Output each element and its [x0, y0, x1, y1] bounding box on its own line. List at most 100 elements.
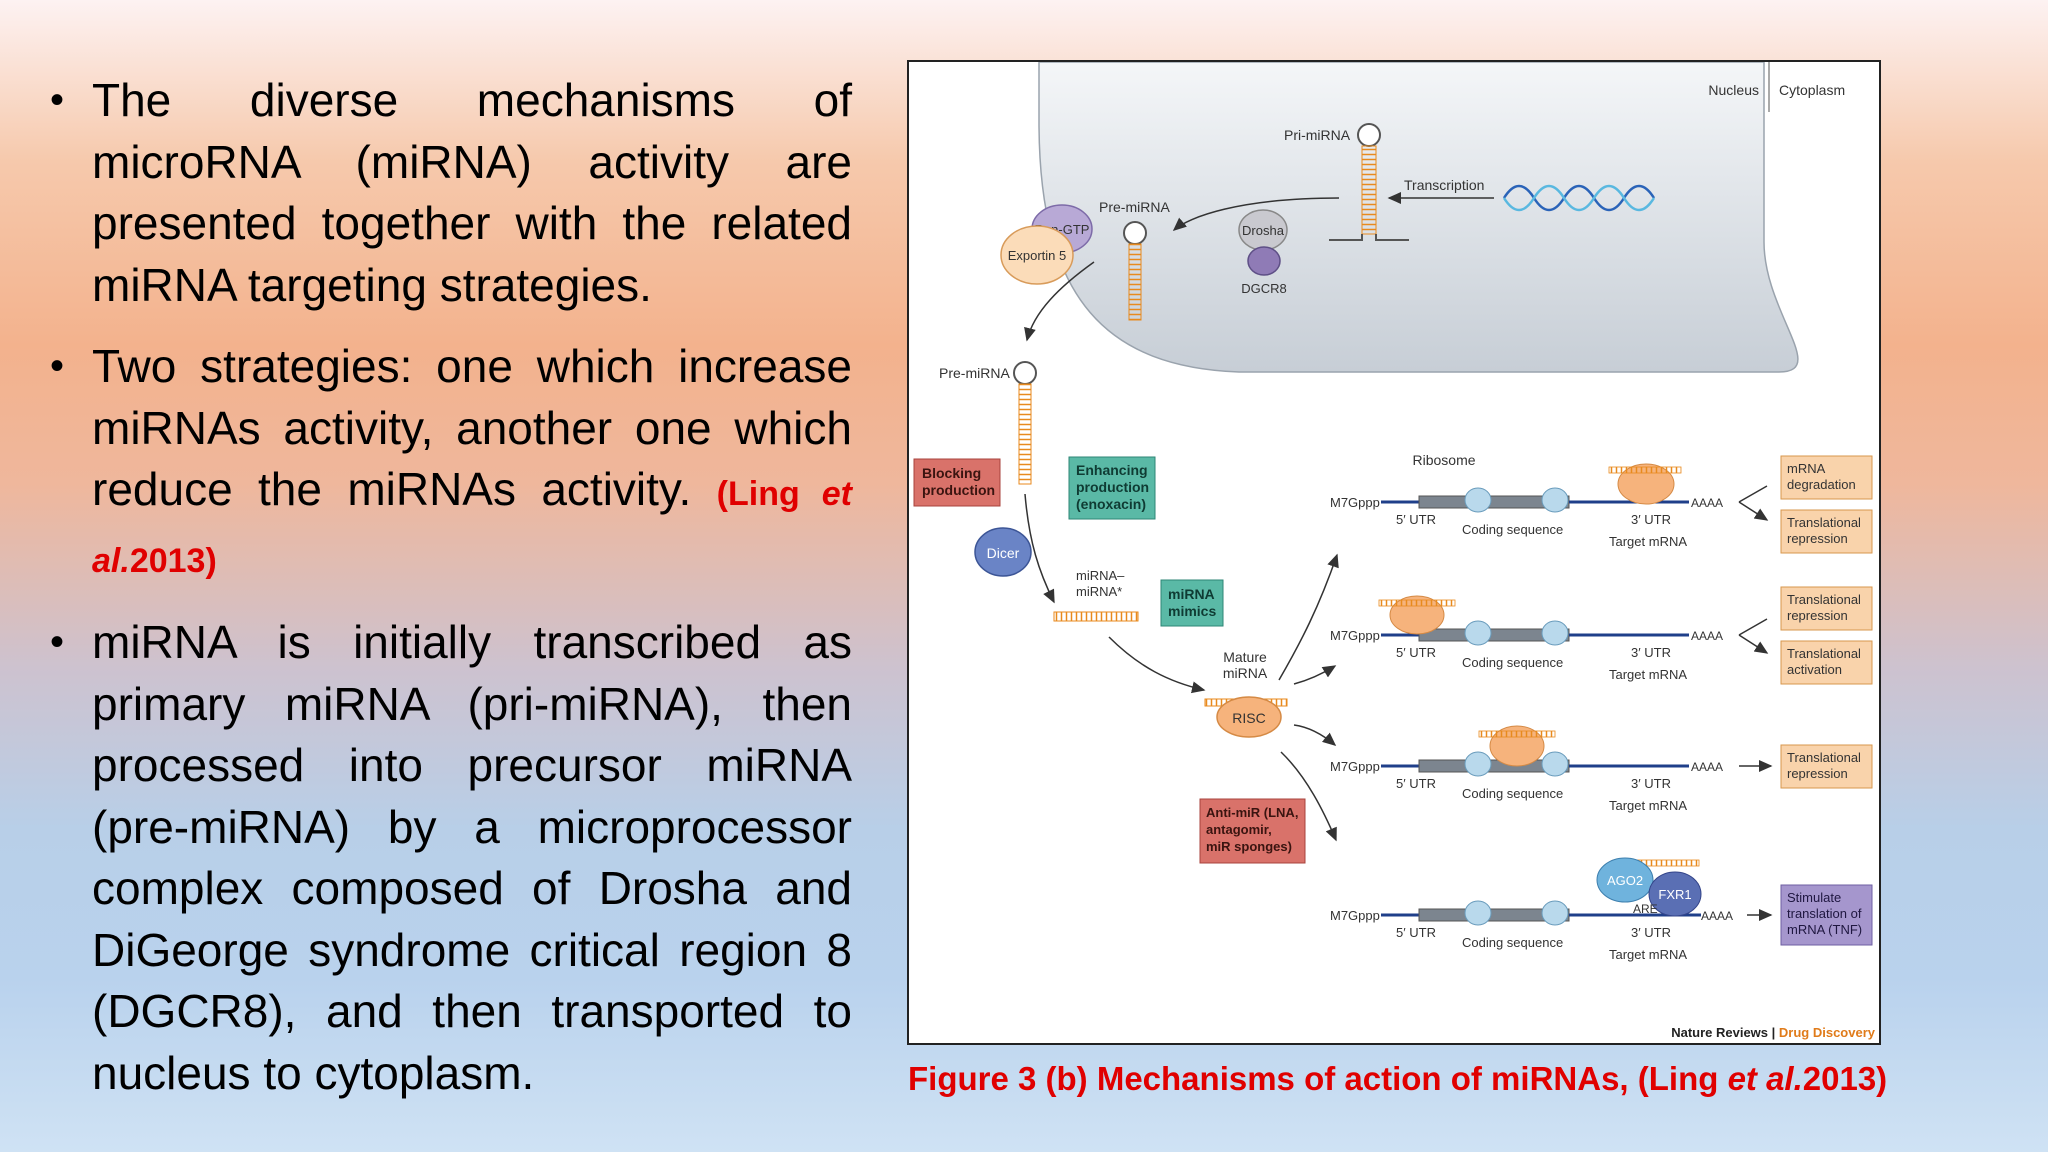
enhancing-label-2: production	[1076, 479, 1149, 495]
utr5-label: 5′ UTR	[1396, 512, 1436, 527]
outcome-label: repression	[1787, 766, 1848, 781]
bullet-item: • The diverse mechanisms of microRNA (mi…	[50, 70, 852, 316]
outcome-label: mRNA	[1787, 461, 1826, 476]
figure-credit: Nature Reviews | Drug Discovery	[1671, 1025, 1876, 1040]
mrna-row-3: M7Gppp AAAA 5′ UTR Coding sequence 3′ UT…	[1330, 725, 1723, 813]
outcome-arrow-row2	[1738, 618, 1767, 653]
pre-mirna-hairpin-nucleus	[1123, 221, 1147, 321]
fxr1-label: FXR1	[1658, 887, 1691, 902]
caption-year: 2013)	[1802, 1060, 1888, 1097]
risc-on-mrna	[1617, 463, 1675, 505]
target-mrna-label: Target mRNA	[1609, 947, 1687, 962]
m7gppp-label: M7Gppp	[1330, 495, 1380, 510]
polya-label: AAAA	[1691, 760, 1723, 774]
cytoplasm-label: Cytoplasm	[1779, 82, 1845, 98]
risc-arrow-row1	[1278, 553, 1339, 681]
drosha-label: Drosha	[1242, 223, 1285, 238]
bullet-list: • The diverse mechanisms of microRNA (mi…	[50, 70, 852, 1124]
loading-arrow	[1108, 636, 1206, 694]
mature-label-2: miRNA	[1223, 665, 1268, 681]
utr5-label: 5′ UTR	[1396, 645, 1436, 660]
exportin-label: Exportin 5	[1008, 248, 1067, 263]
outcome-label: Translational	[1787, 592, 1861, 607]
dgcr8-label: DGCR8	[1241, 281, 1287, 296]
dgcr8-protein	[1247, 246, 1281, 276]
figure-diagram: Nucleus Cytoplasm Transcription Pri-miRN…	[913, 62, 1876, 1040]
blocking-label-1: Blocking	[922, 465, 981, 481]
anti-mir-box	[1199, 798, 1306, 864]
credit-separator: |	[1768, 1025, 1779, 1040]
outcome-label: Translational	[1787, 515, 1861, 530]
coding-label: Coding sequence	[1462, 935, 1563, 950]
target-mrna-label: Target mRNA	[1609, 667, 1687, 682]
ago2-protein	[1596, 857, 1654, 903]
pre-mirna-hairpin-cytoplasm	[1013, 361, 1037, 485]
target-mrna-label: Target mRNA	[1609, 534, 1687, 549]
risc-arrow-row4	[1280, 751, 1337, 842]
nucleus-region	[1038, 62, 1799, 373]
ago2-label: AGO2	[1607, 873, 1643, 888]
pri-mirna-hairpin	[1329, 123, 1409, 241]
caption-et-al: et al.	[1727, 1060, 1803, 1097]
outcome-label: Stimulate	[1787, 890, 1841, 905]
blocking-label-2: production	[922, 482, 995, 498]
exportin-protein	[1000, 225, 1074, 285]
ribosome-label: Ribosome	[1412, 452, 1475, 468]
enhancing-production-box	[1068, 456, 1156, 520]
duplex-label-1: miRNA–	[1076, 568, 1125, 583]
blocking-production-box	[913, 458, 1001, 507]
coding-label: Coding sequence	[1462, 655, 1563, 670]
duplex-label-2: miRNA*	[1076, 584, 1122, 599]
utr3-label: 3′ UTR	[1631, 645, 1671, 660]
mrna-row-1: M7Gppp AAAA 5′ UTR Coding sequence 3′ UT…	[1330, 463, 1723, 549]
pre-mirna-label-cytoplasm: Pre-miRNA	[939, 365, 1010, 381]
bullet-dot: •	[50, 620, 65, 664]
polya-label: AAAA	[1691, 629, 1723, 643]
mature-label-1: Mature	[1223, 649, 1267, 665]
outcome-translational-activation	[1780, 640, 1873, 685]
risc-arrow-row3	[1293, 724, 1337, 746]
are-label: ARE	[1633, 902, 1658, 916]
bullet-dot: •	[50, 344, 65, 388]
bullet-text: miRNA is initially transcribed as primar…	[92, 616, 852, 1099]
credit-section: Drug Discovery	[1779, 1025, 1876, 1040]
transcription-label: Transcription	[1404, 177, 1484, 193]
polya-label: AAAA	[1701, 909, 1733, 923]
outcome-arrow-row1	[1738, 485, 1767, 520]
utr3-label: 3′ UTR	[1631, 512, 1671, 527]
outcome-label: repression	[1787, 608, 1848, 623]
target-mrna-label: Target mRNA	[1609, 798, 1687, 813]
mimics-label-2: mimics	[1168, 603, 1216, 619]
antimir-label-2: antagomir,	[1206, 822, 1272, 837]
bullet-dot: •	[50, 78, 65, 122]
outcome-label: translation of	[1787, 906, 1862, 921]
mirna-mimics-box	[1160, 579, 1224, 627]
mirna-duplex	[1053, 611, 1139, 622]
dicer-protein	[974, 527, 1032, 577]
mrna-row-4: M7Gppp AAAA AGO2 FXR1 ARE 5′ UTR Coding …	[1330, 857, 1733, 962]
mimics-label-1: miRNA	[1168, 586, 1215, 602]
credit-journal: Nature Reviews	[1671, 1025, 1768, 1040]
utr5-label: 5′ UTR	[1396, 776, 1436, 791]
outcome-translational-repression-1	[1780, 509, 1873, 554]
outcome-label: mRNA (TNF)	[1787, 922, 1862, 937]
polya-label: AAAA	[1691, 496, 1723, 510]
risc-label: RISC	[1232, 710, 1265, 726]
citation-author: (Ling	[716, 475, 822, 513]
m7gppp-label: M7Gppp	[1330, 908, 1380, 923]
dna-helix	[1502, 184, 1656, 212]
mirna-mechanism-figure: Nucleus Cytoplasm Transcription Pri-miRN…	[907, 60, 1881, 1045]
bullet-text: Two strategies: one which increase miRNA…	[92, 340, 852, 515]
bullet-item: • miRNA is initially transcribed as prim…	[50, 612, 852, 1104]
risc-complex	[1216, 696, 1282, 738]
figure-caption: Figure 3 (b) Mechanisms of action of miR…	[908, 1060, 1887, 1098]
antimir-label-1: Anti-miR (LNA,	[1206, 805, 1298, 820]
outcome-label: degradation	[1787, 477, 1856, 492]
utr3-label: 3′ UTR	[1631, 776, 1671, 791]
dicer-label: Dicer	[987, 545, 1020, 561]
citation-et-al: et al.	[92, 475, 852, 580]
utr3-label: 3′ UTR	[1631, 925, 1671, 940]
outcome-label: activation	[1787, 662, 1842, 677]
outcome-label: repression	[1787, 531, 1848, 546]
outcome-label: Translational	[1787, 646, 1861, 661]
